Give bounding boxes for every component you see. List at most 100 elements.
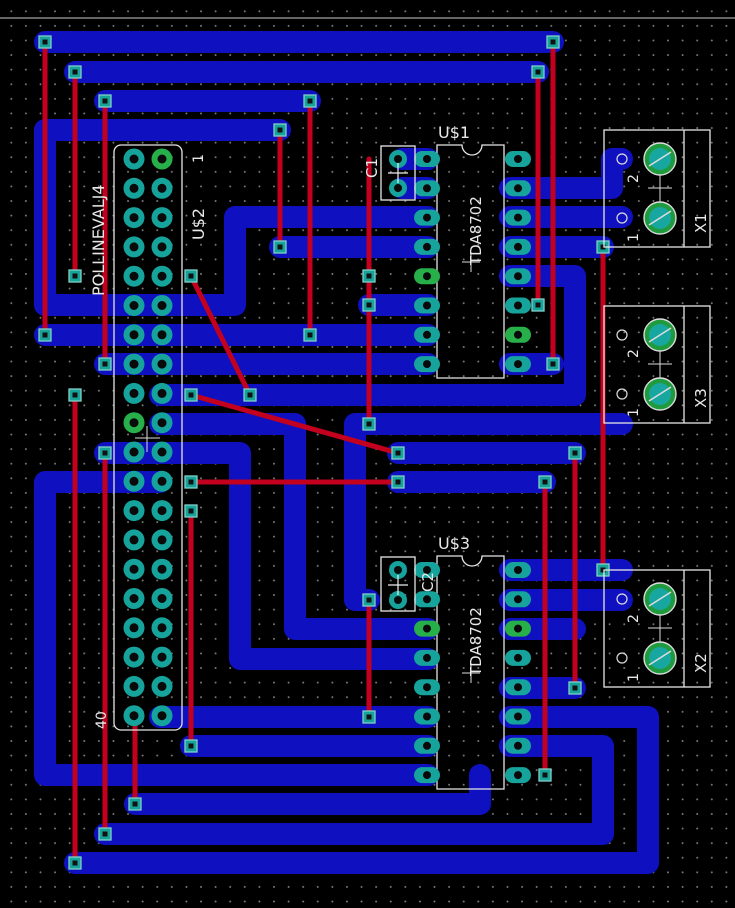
header-pad [151,177,173,199]
top-copper-traces [42,39,606,866]
ic-pad [414,151,440,167]
ic-pad [505,209,531,226]
u3-name-label: U$3 [438,534,470,553]
header-pad [151,675,173,697]
header-pad [151,705,173,727]
u3-pads [414,562,531,784]
u1-name-label: U$1 [438,123,470,142]
ic-pad [414,268,440,285]
header-pad [151,529,173,551]
via [362,417,376,431]
ic-pad [505,297,531,314]
header-pad [151,265,173,287]
via [391,475,405,489]
ic-pad [505,151,531,167]
header-pad [151,617,173,639]
x1-name-label: X1 [692,213,710,233]
c1-outline [380,145,416,201]
via [98,94,112,108]
via [98,357,112,371]
via [68,65,82,79]
ic-pad [414,297,440,314]
ic-pad [414,562,440,578]
c2-outline [380,556,416,612]
u2-value-label: POLLINEVALJ4 [89,184,108,296]
header-pad [151,558,173,580]
ic-pad [505,591,531,608]
header-pad [123,470,145,492]
c1-name-label: C1 [363,158,381,178]
via [184,475,198,489]
header-pad [151,382,173,404]
x2-pin2-label: 2 [626,614,642,623]
header-pad [123,207,145,229]
ic-pad [414,238,440,255]
via [68,388,82,402]
header-pad [151,470,173,492]
header-pad [151,207,173,229]
x1-pin1-label: 1 [626,233,642,242]
x1-pin2-label: 2 [626,174,642,183]
header-pad [123,265,145,287]
u1-value-label: TDA8702 [467,196,485,266]
via [98,827,112,841]
ic-pad [414,326,440,343]
u2-pin40-label: 40 [94,711,110,729]
via [546,35,560,49]
via [546,357,560,371]
header-pad [123,675,145,697]
header-pad [151,588,173,609]
ic-pad [414,767,440,784]
via [184,739,198,753]
ic-pad [505,737,531,754]
ic-pad [414,591,440,608]
via [362,593,376,607]
terminal-block [603,569,711,688]
header-pad [151,324,173,346]
via [243,388,257,402]
ic-pad [505,238,531,255]
via [531,65,545,79]
x2-name-label: X2 [692,653,710,673]
header-pad [151,441,173,463]
u3-value-label: TDA8702 [467,607,485,677]
ic-pad [414,737,440,754]
via [596,240,610,254]
header-pad [123,412,145,434]
ic-pad [505,562,531,578]
via [184,504,198,518]
via [391,446,405,460]
header-pad [123,324,145,346]
c2-name-label: C2 [419,572,437,592]
ic-pad [505,356,531,373]
u1-outline [436,144,505,379]
ic-pad [414,180,440,197]
header-pad [151,500,173,522]
via [362,269,376,283]
x2-pin1-label: 1 [626,673,642,682]
terminal-blocks [603,129,711,688]
ic-pad [505,180,531,197]
header-pad [123,236,145,258]
via [531,298,545,312]
header-pad [151,412,173,434]
header-pad [123,500,145,522]
ic-pad [505,679,531,696]
header-pad [151,236,173,258]
u1-pads [414,151,531,373]
header-pad [123,705,145,727]
ic-pad [505,708,531,725]
via [568,446,582,460]
u3-outline [436,555,505,790]
u2-header-pads [123,148,173,727]
header-pad [123,441,145,463]
ic-pad [414,620,440,637]
via [184,388,198,402]
via [568,681,582,695]
ic-pad [505,326,531,343]
ic-pad [505,268,531,285]
via [273,123,287,137]
header-pad [151,295,173,316]
